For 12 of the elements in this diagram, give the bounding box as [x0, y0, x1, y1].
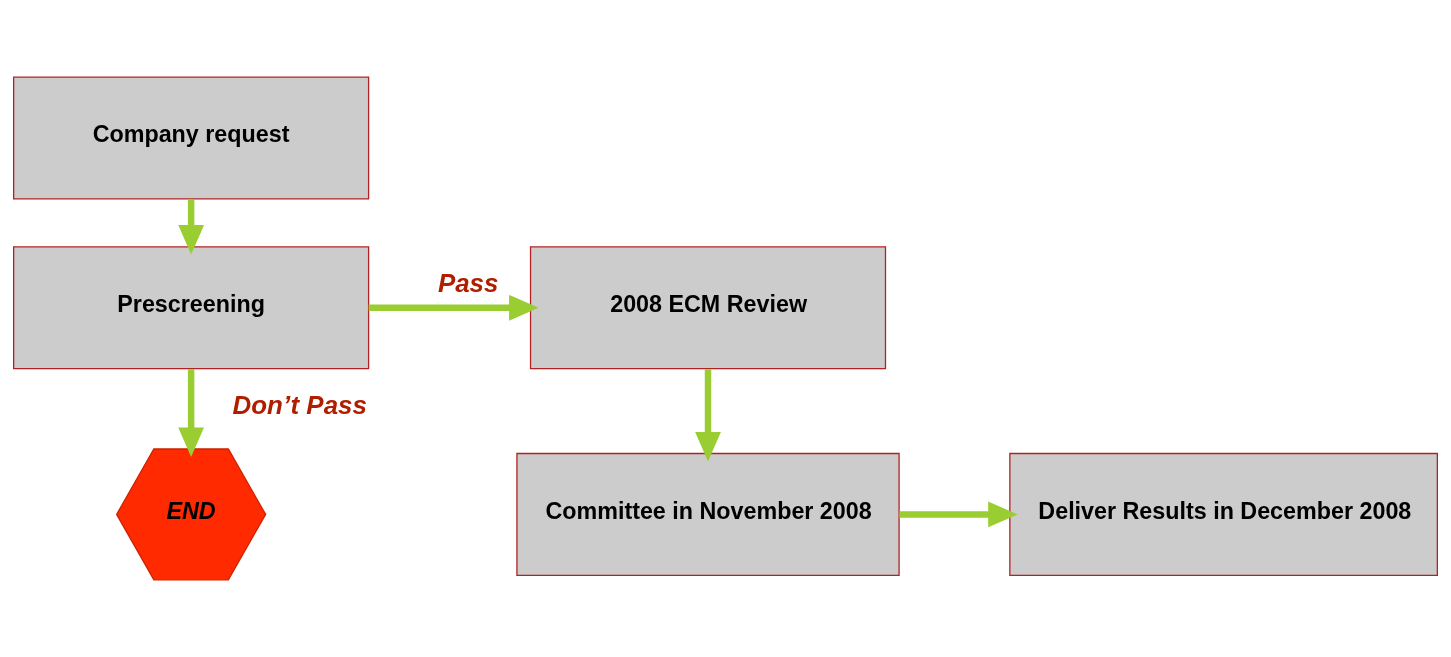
- arrow: [178, 199, 205, 255]
- node-box: 2008 ECM Review: [529, 246, 887, 370]
- edge-label: Pass: [437, 269, 499, 298]
- node-box: Company request: [13, 76, 370, 200]
- arrow: [899, 501, 1018, 528]
- node-box: Deliver Results in December 2008: [1009, 452, 1438, 576]
- node-box: Prescreening: [13, 246, 370, 370]
- arrow: [368, 294, 539, 321]
- node-box: Committee in November 2008: [516, 452, 900, 576]
- arrow: [695, 369, 721, 462]
- edge-label: Don’t Pass: [232, 391, 367, 419]
- arrow: [178, 369, 205, 457]
